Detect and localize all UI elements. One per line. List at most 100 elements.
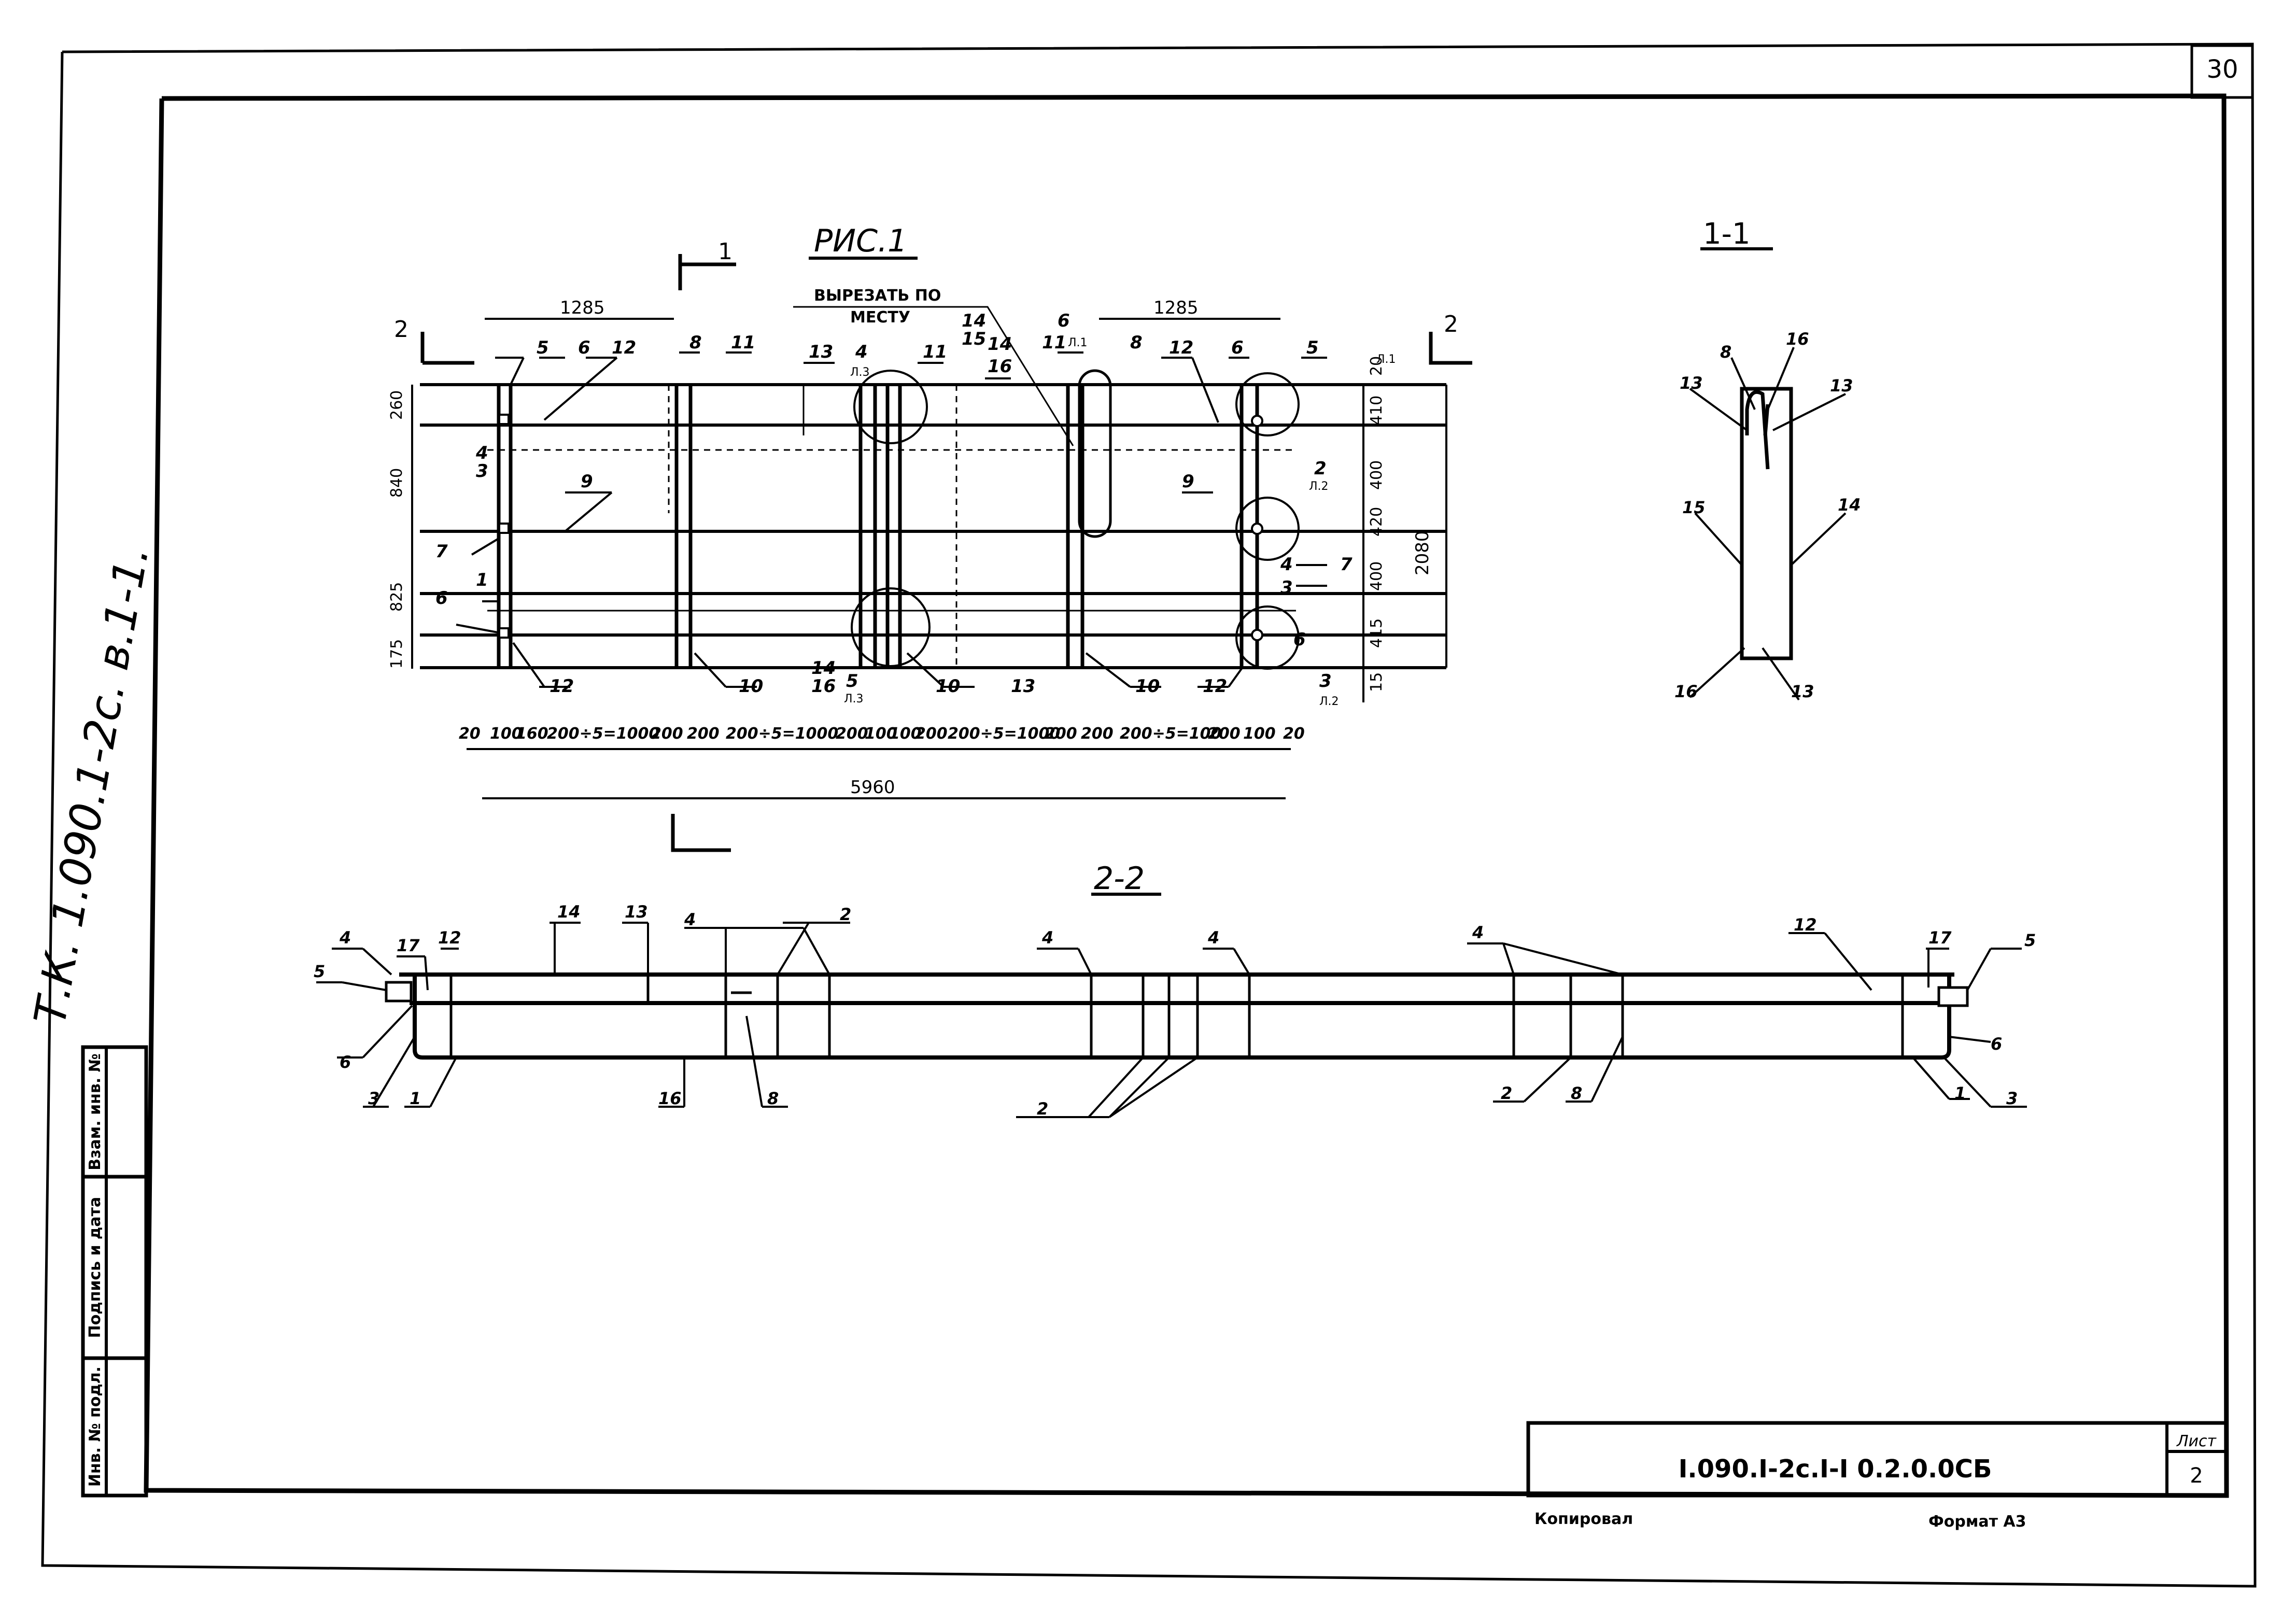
pos-left-7: 7	[435, 541, 448, 562]
right-dim-5: 400	[1368, 561, 1386, 591]
side-stamp-col1: Инв. № подл.	[86, 1366, 104, 1487]
left-dim-4: 175	[388, 639, 406, 669]
bottom-dim-5: 200	[651, 725, 683, 743]
sheet-ref-5: Л.1	[1068, 336, 1088, 349]
section-mark-2-2	[420, 332, 1472, 365]
pos-top-16: 16	[988, 356, 1012, 377]
s22-pos-2-b: 2	[1037, 1099, 1048, 1119]
pos-top-13: 13	[809, 342, 833, 362]
s22-pos-4-b: 4	[1041, 928, 1053, 948]
s22-pos-8-b: 8	[1571, 1083, 1582, 1103]
plan-vertical-bars	[497, 385, 1259, 668]
pos-right-9: 9	[1182, 471, 1194, 492]
right-dim-4: 420	[1368, 507, 1386, 537]
right-dims: 20 410 400 420 400 415 15	[1368, 356, 1386, 692]
s22-pos-13: 13	[625, 902, 648, 922]
bottom-dim-15: 200÷5=100	[1120, 725, 1221, 743]
plan-figure: РИС.1	[388, 223, 1472, 852]
right-dim-total: 2080	[1412, 530, 1433, 575]
pos-left-6: 6	[435, 588, 448, 609]
pos-top-4: 4	[855, 342, 868, 362]
pos-bottom-14: 14	[811, 658, 836, 679]
pos-bottom-10b: 10	[936, 676, 960, 697]
pos-right-7: 7	[1340, 554, 1353, 575]
plan-leaders	[456, 351, 1327, 688]
top-dim-left: 1285	[560, 298, 605, 318]
s22-pos-4-d: 4	[1472, 923, 1484, 942]
pos-top-12: 12	[612, 337, 636, 358]
right-dim-2: 410	[1368, 396, 1386, 425]
outer-frame	[41, 43, 2257, 1588]
s22-pos-1-right: 1	[1954, 1083, 1966, 1103]
page-number: 30	[2206, 55, 2238, 84]
pos-right-4: 4	[1280, 554, 1293, 575]
side-stamp-col2: Подпись и дата	[86, 1197, 104, 1338]
section-mark-2-left: 2	[394, 316, 409, 343]
bottom-dim-8: 200	[836, 725, 868, 743]
pos-bottom-5: 5	[846, 671, 858, 692]
pos-right-2: 2	[1314, 458, 1327, 479]
bottom-dim-1: 20	[459, 725, 481, 743]
pos-top-11b: 11	[923, 342, 947, 362]
pos-bottom-13: 13	[1011, 676, 1035, 697]
section-mark-2-right: 2	[1444, 311, 1458, 337]
section-2-2-title: 2-2	[1094, 861, 1145, 897]
s22-leaders	[316, 922, 2027, 1118]
plan-position-numbers: 5 6 12 8 11 13 4 11 14 15 14 16 6 11 8 1…	[435, 311, 1353, 697]
bottom-dim-11: 200	[915, 725, 948, 743]
s22-pos-3-right: 3	[2006, 1089, 2018, 1108]
s11-pos-16-top: 16	[1786, 329, 1809, 349]
pos-right-3b: 3	[1319, 671, 1332, 692]
bottom-dim-3: 160	[516, 725, 548, 743]
side-stamp-col3: Взам. инв. №	[86, 1053, 104, 1170]
title-sheet-number: 2	[2190, 1464, 2203, 1488]
pos-top-11: 11	[731, 332, 755, 353]
pos-top-12b: 12	[1169, 337, 1193, 358]
bottom-dim-16: 200	[1208, 725, 1241, 743]
pos-top-6c: 6	[1231, 337, 1244, 358]
s11-pos-13-right: 13	[1830, 376, 1853, 396]
cut-note-line2: МЕСТУ	[850, 308, 910, 327]
left-dim-2: 840	[388, 468, 406, 498]
s22-pos-2-c: 2	[1501, 1083, 1512, 1103]
page-number-box: 30	[2190, 44, 2254, 99]
s22-position-numbers: 4 17 12 14 13 5 6 3 1 16 4 2 8 4 4 4 2 2…	[314, 902, 2036, 1119]
s22-pos-6-right: 6	[1991, 1034, 2002, 1054]
pos-top-6b: 6	[1058, 311, 1070, 331]
title-designation: I.090.I-2с.I-I 0.2.0.0СБ	[1679, 1455, 1992, 1484]
s11-pos-15: 15	[1682, 498, 1706, 517]
top-dim-right: 1285	[1153, 298, 1199, 318]
bottom-dim-18: 20	[1283, 725, 1305, 743]
s22-pos-5-left: 5	[314, 962, 325, 981]
s22-frame-bars	[399, 972, 1954, 1060]
pos-right-6: 6	[1293, 629, 1306, 650]
left-margin-code: Т.К. 1.090.1-2с. в.1-1.	[24, 542, 159, 1028]
s22-stirrups	[449, 975, 1904, 1057]
s22-pos-5-right: 5	[2024, 930, 2036, 950]
sheet-ref-6: Л.1	[1376, 353, 1396, 366]
s22-pos-12-left: 12	[438, 928, 461, 948]
bottom-dim-7: 200÷5=1000	[726, 725, 838, 743]
s22-pos-4-left: 4	[339, 928, 351, 948]
right-dim-6: 415	[1368, 618, 1386, 648]
s22-pos-12-right: 12	[1794, 915, 1817, 935]
pos-right-3: 3	[1280, 577, 1293, 598]
sheet-ref-1: Л.3	[850, 366, 870, 379]
bottom-dim-17: 100	[1243, 725, 1276, 743]
side-stamp: Взам. инв. № Подпись и дата Инв. № подл.	[81, 1045, 148, 1498]
section-mark-1-1	[671, 254, 736, 852]
pos-top-5: 5	[537, 337, 549, 358]
total-length: 5960	[850, 777, 895, 798]
s22-pos-6-left: 6	[340, 1052, 351, 1072]
s22-pos-16: 16	[658, 1089, 682, 1108]
left-dims: 260 840 825 175	[388, 390, 406, 669]
pos-top-14: 14	[962, 311, 986, 331]
bottom-dim-2: 100	[490, 725, 523, 743]
bottom-dim-10: 100	[889, 725, 922, 743]
bottom-dim-6: 200	[687, 725, 720, 743]
pos-top-11c: 11	[1042, 332, 1066, 353]
bottom-dim-14: 200	[1081, 725, 1114, 743]
title-block: I.090.I-2с.I-I 0.2.0.0СБ Лист 2	[1526, 1421, 2228, 1498]
s22-pos-2-a: 2	[840, 905, 851, 924]
